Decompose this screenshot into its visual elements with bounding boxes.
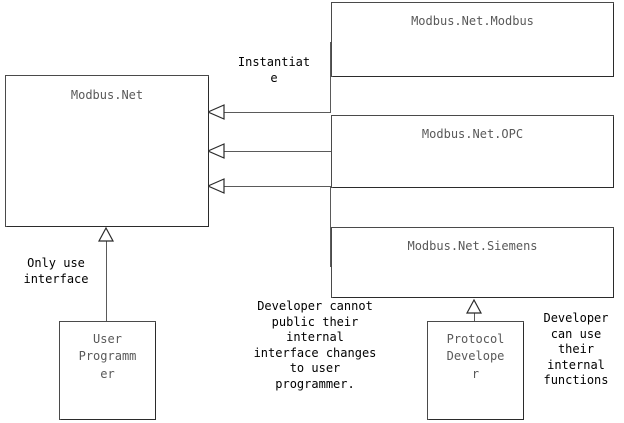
box-label-modbus-net-modbus: Modbus.Net.Modbus xyxy=(411,14,534,28)
connector-modbus-horizontal xyxy=(212,112,331,113)
box-modbus-net-siemens[interactable]: Modbus.Net.Siemens xyxy=(331,227,614,298)
box-label-modbus-net-siemens: Modbus.Net.Siemens xyxy=(407,239,538,253)
connector-opc-horizontal xyxy=(212,151,331,152)
connector-user-programmer-vertical xyxy=(106,238,107,322)
box-modbus-net-core[interactable]: Modbus.Net xyxy=(5,75,209,227)
note-developer-can-use: Developer can use their internal functio… xyxy=(543,311,609,388)
note-instantiate: Instantiat e xyxy=(237,55,311,85)
connector-siemens-vertical xyxy=(330,186,331,267)
note-only-use-interface: Only use interface xyxy=(23,256,89,286)
note-developer-cannot-public: Developer cannot public their internal i… xyxy=(253,299,377,391)
connector-siemens-horizontal xyxy=(212,186,331,187)
box-label-protocol-developer: Protocol Develope r xyxy=(446,332,505,381)
box-label-modbus-net-core: Modbus.Net xyxy=(70,88,144,102)
connector-modbus-vertical xyxy=(330,42,331,113)
box-protocol-developer[interactable]: Protocol Develope r xyxy=(427,321,524,420)
box-label-user-programmer: User Programm er xyxy=(78,332,137,381)
box-label-modbus-net-opc: Modbus.Net.OPC xyxy=(421,127,524,141)
box-user-programmer[interactable]: User Programm er xyxy=(59,321,156,420)
box-modbus-net-modbus[interactable]: Modbus.Net.Modbus xyxy=(331,2,614,77)
connector-protocol-developer-vertical xyxy=(474,310,475,322)
box-modbus-net-opc[interactable]: Modbus.Net.OPC xyxy=(331,115,614,188)
